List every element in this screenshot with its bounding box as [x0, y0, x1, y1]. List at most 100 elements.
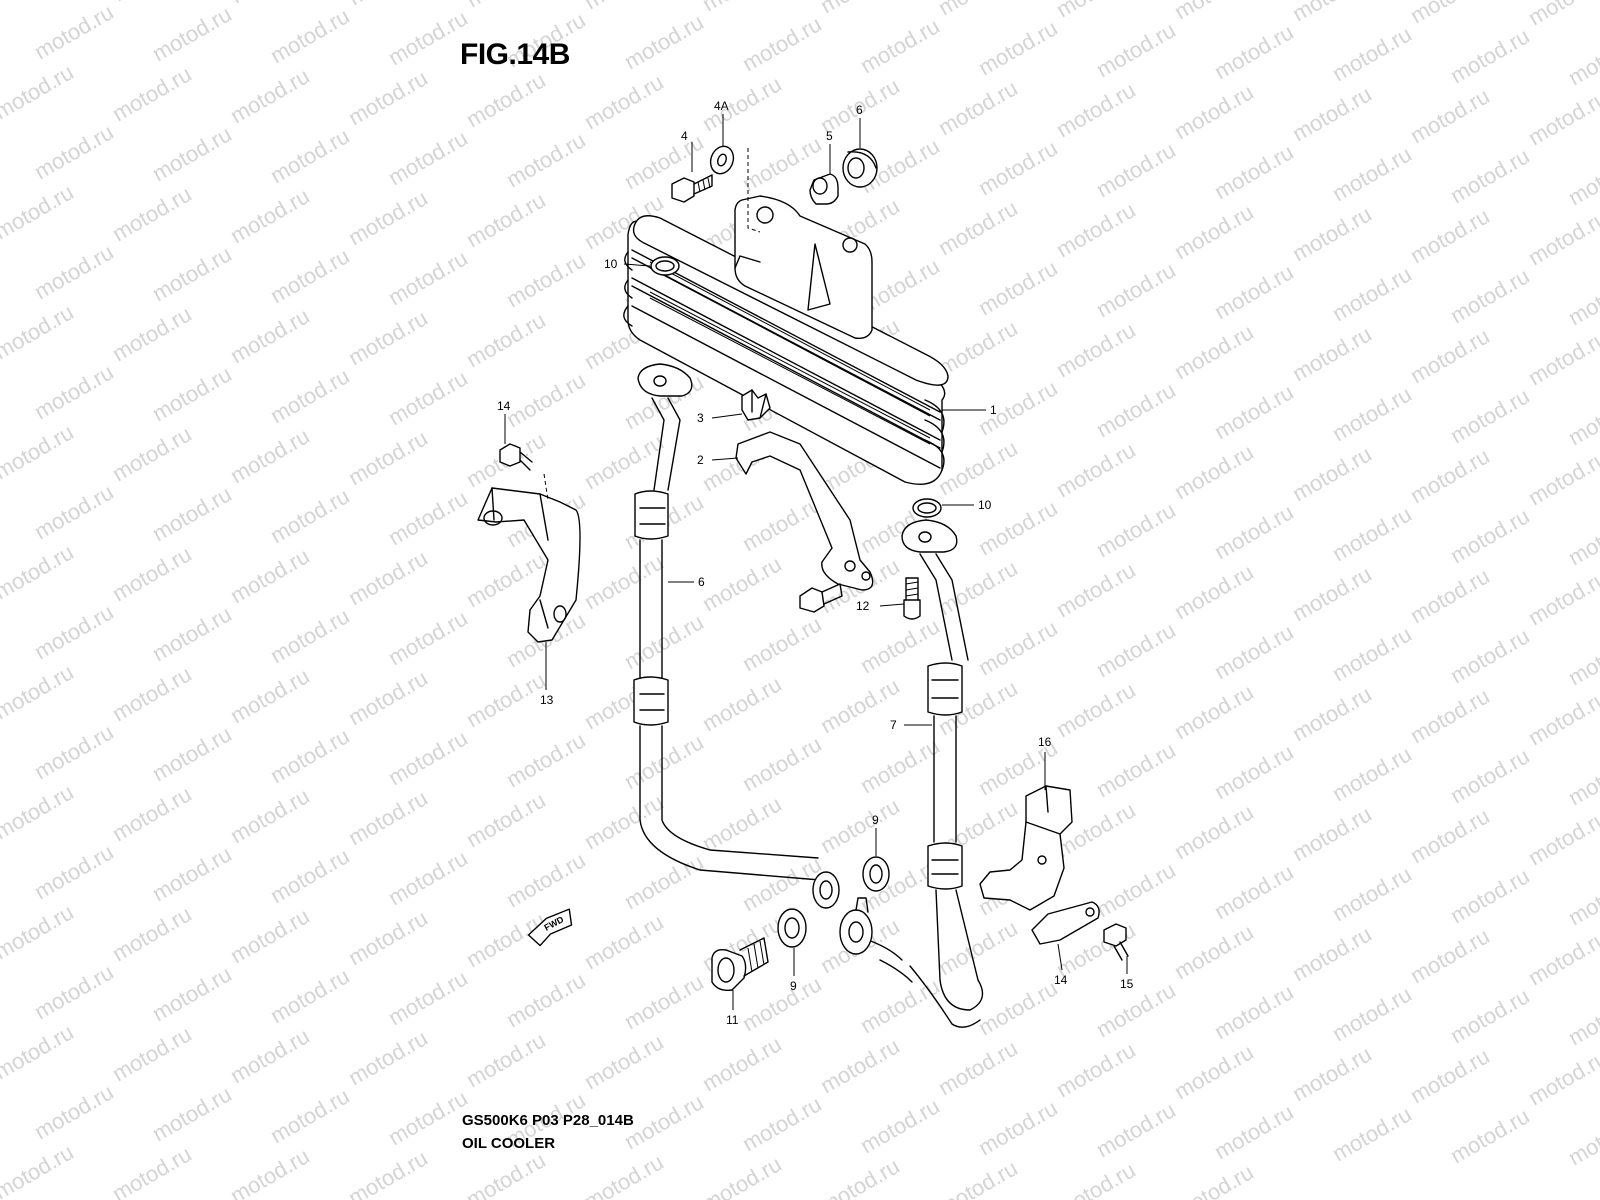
watermark-text: motod.ru: [816, 1033, 904, 1098]
watermark-text: motod.ru: [1170, 79, 1258, 144]
watermark-text: motod.ru: [108, 301, 196, 366]
watermark-text: motod.ru: [502, 847, 590, 912]
watermark-text: motod.ru: [266, 1083, 354, 1148]
watermark-text: motod.ru: [344, 65, 432, 130]
bolt-part-12-flange[interactable]: [799, 583, 843, 613]
watermark-text: motod.ru: [148, 1, 236, 66]
oil-hose-part-7[interactable]: [633, 363, 840, 909]
watermark-text: motod.ru: [502, 127, 590, 192]
o-ring-part-10-lower[interactable]: [912, 498, 942, 518]
watermark-text: motod.ru: [1446, 983, 1534, 1048]
watermark-text: motod.ru: [1564, 265, 1600, 330]
watermark-text: motod.ru: [344, 1145, 432, 1200]
watermark-text: motod.ru: [1524, 1045, 1600, 1110]
clamp-part-3[interactable]: [741, 389, 771, 421]
watermark-text: motod.ru: [1210, 259, 1298, 324]
watermark-text: motod.ru: [1210, 379, 1298, 444]
watermark-text: motod.ru: [934, 0, 1022, 20]
watermark-text: motod.ru: [1288, 681, 1376, 746]
watermark-text: motod.ru: [0, 779, 78, 844]
bolt-part-14-lower[interactable]: [1103, 923, 1129, 961]
watermark-text: motod.ru: [698, 791, 786, 856]
watermark-text: motod.ru: [1092, 977, 1180, 1042]
callout-7: 6: [698, 575, 705, 589]
watermark-text: motod.ru: [1406, 323, 1494, 388]
watermark-text: motod.ru: [1092, 857, 1180, 922]
watermark-text: motod.ru: [30, 0, 118, 64]
watermark-text: motod.ru: [1170, 199, 1258, 264]
watermark-text: motod.ru: [30, 119, 118, 184]
watermark-text: motod.ru: [462, 67, 550, 132]
watermark-text: motod.ru: [344, 545, 432, 610]
washer-part-4a[interactable]: [707, 143, 761, 233]
grommet-part-6[interactable]: [842, 148, 878, 188]
gasket-washer-part-9-right[interactable]: [862, 856, 890, 892]
watermark-text: motod.ru: [1170, 439, 1258, 504]
watermark-text: motod.ru: [148, 721, 236, 786]
watermark-text: motod.ru: [934, 915, 1022, 980]
watermark-text: motod.ru: [384, 965, 472, 1030]
watermark-text: motod.ru: [1288, 1041, 1376, 1106]
watermark-text: motod.ru: [1210, 739, 1298, 804]
callout-10-lower: 10: [978, 498, 992, 512]
watermark-text: motod.ru: [1524, 925, 1600, 990]
watermark-text: motod.ru: [30, 1079, 118, 1144]
watermark-text: motod.ru: [1092, 17, 1180, 82]
watermark-text: motod.ru: [1170, 319, 1258, 384]
watermark-text: motod.ru: [226, 303, 314, 368]
clamp-part-13[interactable]: [477, 487, 581, 643]
watermark-text: motod.ru: [384, 365, 472, 430]
watermark-text: motod.ru: [1170, 1159, 1258, 1200]
callout-14-upper: 14: [497, 399, 511, 413]
watermark-text: motod.ru: [384, 605, 472, 670]
callout-15: 14: [1054, 973, 1068, 987]
gasket-washer-part-9-left[interactable]: [777, 908, 807, 948]
watermark-text: motod.ru: [226, 543, 314, 608]
watermark-text: motod.ru: [580, 789, 668, 854]
clamp-part-15[interactable]: [1031, 901, 1100, 945]
watermark-text: motod.ru: [0, 419, 78, 484]
watermark-text: motod.ru: [698, 1151, 786, 1200]
watermark-text: motod.ru: [108, 781, 196, 846]
watermark-text: motod.ru: [1288, 81, 1376, 146]
watermark-text: motod.ru: [148, 121, 236, 186]
callout-2: 2: [697, 453, 704, 467]
bolt-part-4[interactable]: [671, 174, 713, 203]
watermark-text: motod.ru: [1052, 437, 1140, 502]
watermark-text: motod.ru: [0, 659, 78, 724]
watermark-text: motod.ru: [148, 481, 236, 546]
watermark-text: motod.ru: [1092, 377, 1180, 442]
watermark-text: motod.ru: [344, 425, 432, 490]
watermark-text: motod.ru: [698, 671, 786, 736]
watermark-text: motod.ru: [384, 725, 472, 790]
watermark-text: motod.ru: [1170, 679, 1258, 744]
watermark-text: motod.ru: [226, 663, 314, 728]
watermark-text: motod.ru: [816, 793, 904, 858]
watermark-text: motod.ru: [1328, 981, 1416, 1046]
watermark-text: motod.ru: [148, 241, 236, 306]
watermark-text: motod.ru: [1564, 865, 1600, 930]
watermark-text: motod.ru: [1092, 617, 1180, 682]
watermark-text: motod.ru: [974, 975, 1062, 1040]
watermark-text: motod.ru: [1288, 201, 1376, 266]
clamp-part-16[interactable]: [979, 785, 1073, 911]
watermark-text: motod.ru: [502, 367, 590, 432]
o-ring-part-10-upper[interactable]: [650, 256, 680, 276]
bolt-part-14-upper[interactable]: [499, 443, 549, 501]
watermark-text: motod.ru: [1446, 263, 1534, 328]
oil-hose-part-8[interactable]: [839, 519, 984, 1028]
watermark-text: motod.ru: [1446, 143, 1534, 208]
watermark-text: motod.ru: [1564, 625, 1600, 690]
watermark-text: motod.ru: [148, 601, 236, 666]
watermark-text: motod.ru: [266, 363, 354, 428]
collar-part-5[interactable]: [809, 173, 839, 205]
watermark-text: motod.ru: [1328, 501, 1416, 566]
watermark-text: motod.ru: [1052, 77, 1140, 142]
watermark-text: motod.ru: [226, 1023, 314, 1088]
watermark-text: motod.ru: [462, 0, 550, 12]
union-bolt-part-11[interactable]: [711, 937, 769, 992]
bracket-part-2[interactable]: [735, 431, 874, 591]
callout-layer: 4 4A 5 6 10 1 3 2 10 14 6 12 13 7 16 9 9…: [497, 99, 1134, 1027]
bolt-part-12[interactable]: [903, 577, 921, 620]
watermark-text: motod.ru: [1328, 261, 1416, 326]
